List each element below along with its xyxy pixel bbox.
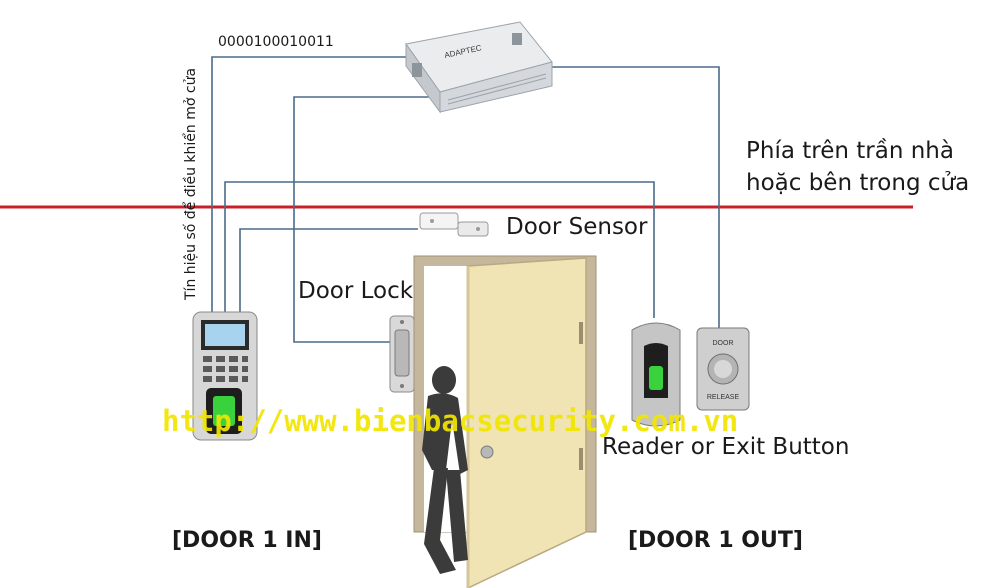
door-out-label: [DOOR 1 OUT] <box>628 528 803 553</box>
door-lock-label: Door Lock <box>298 278 414 304</box>
door-in-label: [DOOR 1 IN] <box>172 528 322 553</box>
door <box>413 255 597 588</box>
ceiling-label-line2: hoặc bên trong cửa <box>746 170 970 196</box>
fingerprint-reader-in <box>192 311 258 441</box>
wire-controller-to-exit-button <box>548 66 720 328</box>
wire-door-sensor <box>239 228 418 312</box>
wire-exit-reader <box>224 181 655 318</box>
controller-box: ADAPTEC <box>405 21 553 114</box>
person-silhouette <box>422 366 468 574</box>
reader-exit-label: Reader or Exit Button <box>602 434 850 460</box>
door-sensor <box>419 212 489 237</box>
door-knob <box>480 445 494 459</box>
exit-button-top-text: DOOR <box>713 340 734 347</box>
binary-code-label: 0000100010011 <box>218 34 334 50</box>
watermark-url: http://www.bienbacsecurity.com.vn <box>162 404 739 438</box>
exit-button-bottom-text: RELEASE <box>707 394 740 401</box>
door-sensor-label: Door Sensor <box>506 214 648 240</box>
fingerprint-reader-out <box>631 322 681 427</box>
wire-controller-to-reader-in <box>211 56 410 312</box>
ceiling-label-line1: Phía trên trần nhà <box>746 138 954 164</box>
exit-button: DOOR RELEASE <box>696 327 750 411</box>
door-lock <box>389 315 415 393</box>
wire-controller-to-door-lock <box>293 96 430 343</box>
wires <box>211 56 720 343</box>
vertical-signal-label: Tín hiệu số để điều khiển mở cửa <box>183 67 199 300</box>
